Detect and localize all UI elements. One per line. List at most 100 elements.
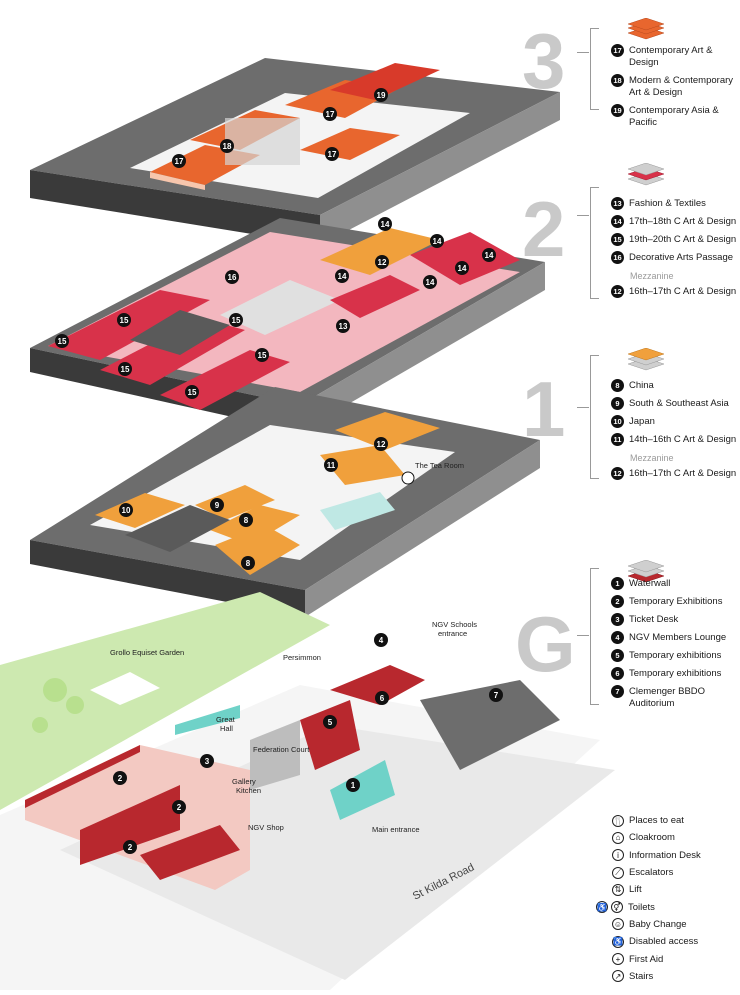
legend-number: 7 [611,685,624,698]
key-row: ♿ Disabled access [612,933,701,950]
federation-court-label: Federation Court [253,745,310,754]
legend-number: 18 [611,74,624,87]
legend-label: Clemenger BBDO Auditorium [629,686,706,709]
svg-text:14: 14 [426,278,435,287]
legend-item: 9 South & Southeast Asia [611,397,739,410]
level-3-letter: 3 [522,17,566,105]
legend-number: 13 [611,197,624,210]
legend-number: 19 [611,104,624,117]
legend-item: 18 Modern & Contemporary Art & Design [611,74,739,99]
garden-label: Grollo Equiset Garden [110,648,184,657]
cloakroom-icon: ⌂ [612,831,624,844]
svg-text:10: 10 [122,506,131,515]
legend-label: Temporary exhibitions [629,650,722,661]
legend-label: 16th–17th C Art & Design [629,468,737,479]
svg-text:5: 5 [328,718,333,727]
legend-label: South & Southeast Asia [629,398,729,409]
toilets-icon: ⚥ [611,901,623,914]
level-2-gallery-markers: 14 14 14 14 14 14 12 16 13 15 15 15 15 1… [55,217,496,399]
legend-number: 5 [611,649,624,662]
legend-number: 2 [611,595,624,608]
level-1-letter: 1 [522,365,566,453]
key-row: ↗ Stairs [612,968,701,985]
legend-item: 11 14th–16th C Art & Design [611,433,739,446]
stairs-icon: ↗ [612,970,624,983]
legend-label: 14th–16th C Art & Design [629,434,737,445]
legend-number: 6 [611,667,624,680]
level-2-bracket [590,187,599,299]
main-entrance-label: Main entrance [372,825,420,834]
key-label: Places to eat [629,815,684,827]
level-1-bracket-tick [577,407,589,408]
legend-number: 10 [611,415,624,428]
great-hall-label-1: Great [216,715,236,724]
schools-entrance-label-2: entrance [438,629,467,638]
key-label: Information Desk [629,849,701,861]
legend-number: 12 [611,285,624,298]
first-aid-icon: + [612,953,624,966]
svg-text:1: 1 [351,781,356,790]
legend-number: 15 [611,233,624,246]
key-label: First Aid [629,953,664,965]
facilities-key: 🍴Places to eat ⌂ Cloakroom i Information D… [596,812,701,985]
svg-text:15: 15 [58,337,67,346]
svg-text:3: 3 [205,757,210,766]
gallery-kitchen-label-2: Kitchen [236,786,261,795]
legend-label: Japan [629,416,655,427]
svg-text:15: 15 [188,388,197,397]
legend-label: 19th–20th C Art & Design [629,234,737,245]
lift-icon: ⇅ [612,883,624,896]
svg-text:15: 15 [121,365,130,374]
svg-text:14: 14 [485,251,494,260]
key-row: ♿⚥Toilets [596,898,701,915]
disabled-access-icon: ♿ [612,935,624,948]
svg-text:16: 16 [228,273,237,282]
key-label: Lift [629,884,642,896]
accessible-toilet-icon: ♿ [596,901,608,914]
key-row: + First Aid [612,950,701,967]
key-label: Escalators [629,867,674,879]
level-g-bracket [590,568,599,705]
level-3-bracket-tick [577,52,589,53]
legend-number: 1 [611,577,624,590]
legend-label: Decorative Arts Passage [629,252,734,263]
info-icon: i [612,849,624,862]
key-label: Cloakroom [629,832,675,844]
legend-label: NGV Members Lounge [629,632,727,643]
svg-text:2: 2 [177,803,182,812]
ground-gallery-markers: 4 6 5 7 3 1 2 2 2 [113,633,503,854]
svg-text:17: 17 [326,110,335,119]
legend-label: Temporary Exhibitions [629,596,723,607]
legend-item: 10 Japan [611,415,739,428]
svg-text:8: 8 [244,516,249,525]
key-row: i Information Desk [612,847,701,864]
key-label: Disabled access [629,936,699,948]
svg-text:15: 15 [258,351,267,360]
key-label: Stairs [629,970,654,982]
legend-label: Modern & Contemporary Art & Design [629,75,734,98]
key-row: ⇅ Lift [612,881,701,898]
legend-number: 14 [611,215,624,228]
escalator-icon: ⟋ [612,866,624,879]
level-2-letter: 2 [522,185,566,273]
svg-text:17: 17 [328,150,337,159]
level-g-stack-icon [627,560,665,583]
legend-number: 9 [611,397,624,410]
svg-text:4: 4 [379,636,384,645]
legend-number: 11 [611,433,624,446]
legend-label: China [629,380,654,391]
key-row: 🍴Places to eat [612,812,701,829]
